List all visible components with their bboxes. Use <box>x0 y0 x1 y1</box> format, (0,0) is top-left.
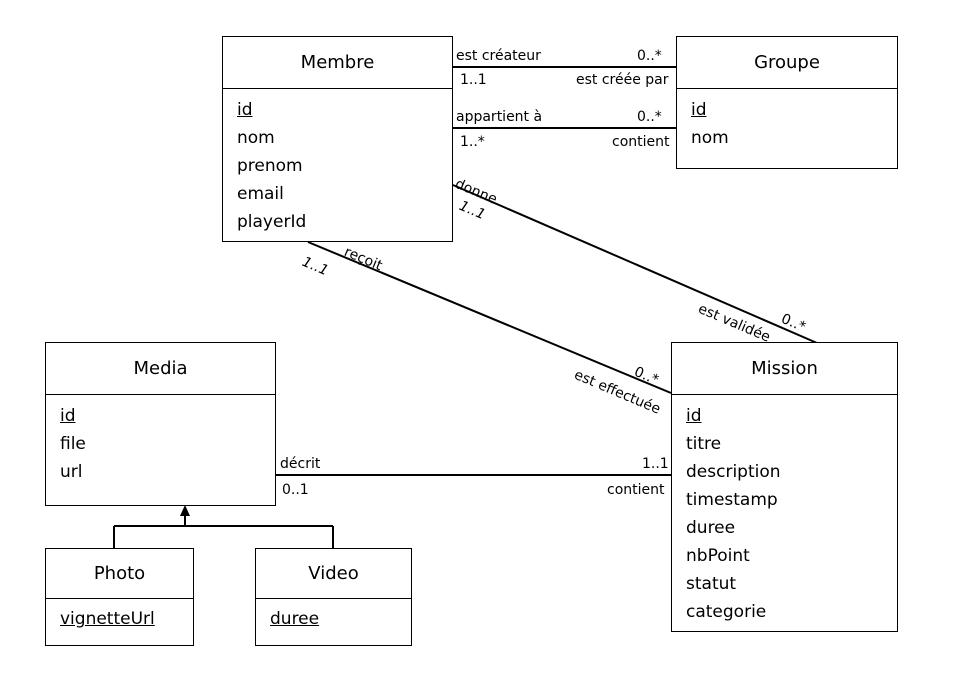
attribute: email <box>237 184 284 204</box>
attribute: playerId <box>237 212 307 232</box>
role-label: décrit <box>280 456 321 472</box>
attribute: vignetteUrl <box>60 609 155 629</box>
attribute: categorie <box>686 602 767 622</box>
attribute-list: id titre description timestamp duree nbP… <box>672 395 897 626</box>
role-label: contient <box>612 134 670 150</box>
attribute: titre <box>686 434 722 454</box>
class-photo[interactable]: Photo vignetteUrl <box>45 548 194 646</box>
edge-membre-mission-donne[interactable] <box>452 184 818 344</box>
edge-membre-mission-recoit[interactable] <box>307 241 672 394</box>
attribute: duree <box>686 518 736 538</box>
multiplicity-label: 1..* <box>460 134 485 150</box>
role-label: est créateur <box>456 48 541 64</box>
attribute: duree <box>270 609 320 629</box>
attribute: id <box>237 100 253 120</box>
multiplicity-label: 1..1 <box>460 72 487 88</box>
class-membre[interactable]: Membre id nom prenom email playerId <box>222 36 453 242</box>
attribute: nom <box>237 128 275 148</box>
role-label: appartient à <box>456 109 543 125</box>
attribute: id <box>691 100 707 120</box>
attribute-list: id nom <box>677 89 897 152</box>
attribute-list: id file url <box>46 395 275 486</box>
attribute: file <box>60 434 86 454</box>
generalization-media[interactable] <box>113 505 334 548</box>
attribute-list: id nom prenom email playerId <box>223 89 452 236</box>
class-name: Media <box>46 343 275 395</box>
attribute-list: duree <box>256 599 411 633</box>
attribute: nbPoint <box>686 546 750 566</box>
multiplicity-label: 0..* <box>637 109 662 125</box>
attribute-list: vignetteUrl <box>46 599 193 633</box>
class-name: Photo <box>46 549 193 599</box>
attribute: timestamp <box>686 490 778 510</box>
multiplicity-label: 1..1 <box>642 456 669 472</box>
multiplicity-label: 0..1 <box>282 482 309 498</box>
attribute: nom <box>691 128 729 148</box>
class-name: Mission <box>672 343 897 395</box>
attribute: id <box>60 406 76 426</box>
inheritance-arrowhead-icon <box>180 505 190 516</box>
class-video[interactable]: Video duree <box>255 548 412 646</box>
attribute: prenom <box>237 156 303 176</box>
class-mission[interactable]: Mission id titre description timestamp d… <box>671 342 898 632</box>
class-name: Groupe <box>677 37 897 89</box>
attribute: id <box>686 406 702 426</box>
multiplicity-label: 0..* <box>637 48 662 64</box>
attribute: description <box>686 462 781 482</box>
role-label: contient <box>607 482 665 498</box>
attribute: url <box>60 462 83 482</box>
class-name: Membre <box>223 37 452 89</box>
class-media[interactable]: Media id file url <box>45 342 276 506</box>
class-name: Video <box>256 549 411 599</box>
role-label: est créée par <box>576 72 669 88</box>
attribute: statut <box>686 574 737 594</box>
class-groupe[interactable]: Groupe id nom <box>676 36 898 169</box>
